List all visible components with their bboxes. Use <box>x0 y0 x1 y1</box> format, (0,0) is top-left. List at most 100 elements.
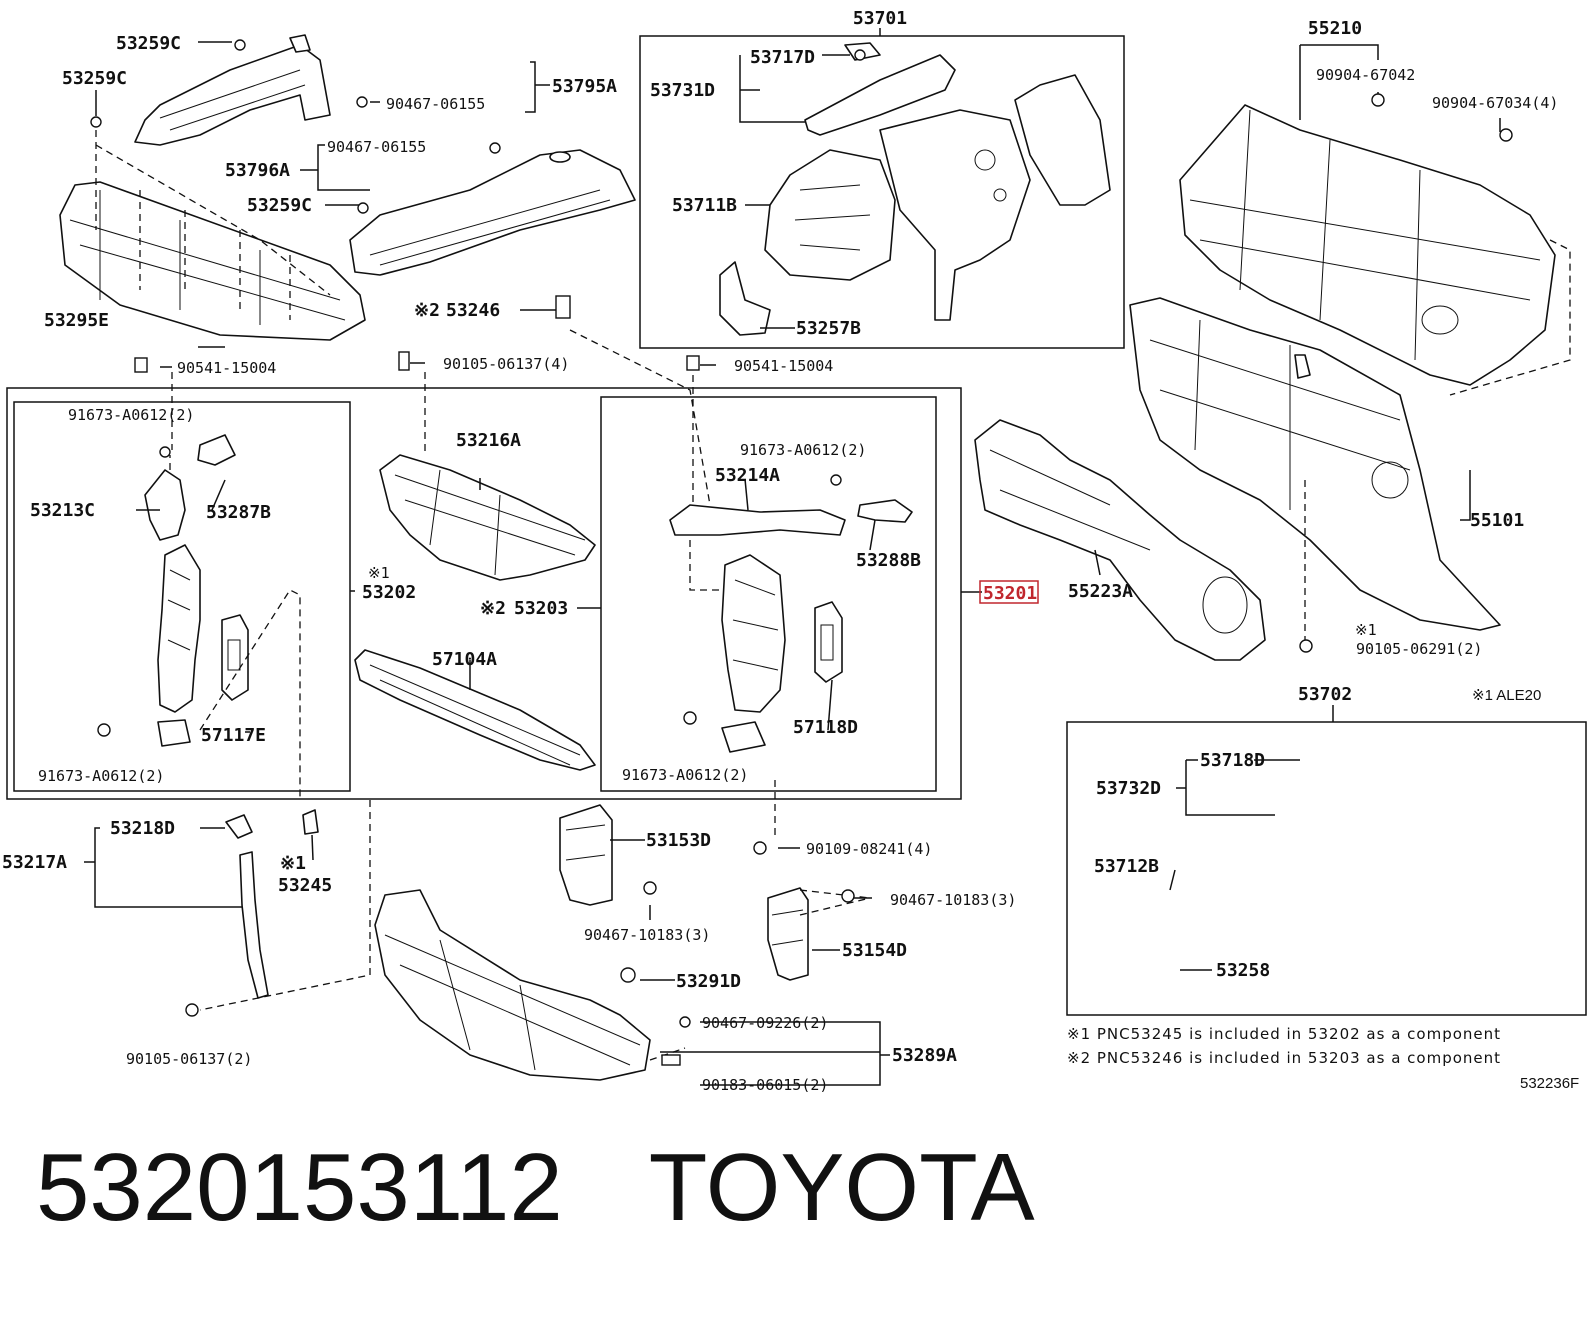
label-90904-67042: 90904-67042 <box>1316 66 1415 84</box>
part-57104A-crossmember <box>354 649 596 771</box>
label-90467-06155-upper: 90467-06155 <box>386 95 485 113</box>
frame-53203 <box>600 396 937 792</box>
label-53203: 53203 <box>514 598 568 619</box>
highlight-box-53201 <box>979 580 1039 604</box>
label-57118D: 57118D <box>793 717 858 738</box>
label-53217A: 53217A <box>2 852 67 873</box>
part-53217A-seal <box>225 814 269 999</box>
part-labels: 53701 53717D 53731D 53711B 53257B 55210 … <box>2 8 1579 1094</box>
label-53214A: 53214A <box>715 465 780 486</box>
note-ale20: ※1 ALE20 <box>1472 687 1541 704</box>
frame-53701 <box>639 35 1125 349</box>
label-53701: 53701 <box>853 8 907 29</box>
label-90105-06291: 90105-06291(2) <box>1356 640 1482 658</box>
label-53711B: 53711B <box>672 195 737 216</box>
label-53201-highlighted[interactable]: 53201 <box>983 583 1037 604</box>
label-53154D: 53154D <box>842 940 907 961</box>
label-90183-06015: 90183-06015(2) <box>702 1076 828 1094</box>
part-53214A-brace <box>669 499 913 536</box>
label-53218D: 53218D <box>110 818 175 839</box>
label-90904-67034: 90904-67034(4) <box>1432 94 1558 112</box>
part-53257B-bracket <box>719 261 771 336</box>
part-53245-bracket <box>302 809 319 835</box>
part-55210-dash-panel <box>1179 104 1556 386</box>
label-53288B: 53288B <box>856 550 921 571</box>
label-53287B: 53287B <box>206 502 271 523</box>
label-53295E: 53295E <box>44 310 109 331</box>
label-53717D: 53717D <box>750 47 815 68</box>
label-90467-10183-left: 90467-10183(3) <box>584 926 710 944</box>
part-57117E-seal <box>157 614 249 747</box>
part-53154D-duct <box>767 887 809 981</box>
part-55223A-insulator <box>974 419 1266 661</box>
part-53295E-undercover <box>59 181 366 341</box>
label-53245: 53245 <box>278 875 332 896</box>
label-55101: 55101 <box>1470 510 1524 531</box>
part-53796A-cover <box>349 149 636 276</box>
label-53216A: 53216A <box>456 430 521 451</box>
label-53289A: 53289A <box>892 1045 957 1066</box>
label-91673-A0612-d: 91673-A0612(2) <box>622 766 748 784</box>
label-55223A: 55223A <box>1068 581 1133 602</box>
label-53259C-top: 53259C <box>116 33 181 54</box>
label-53718D: 53718D <box>1200 750 1265 771</box>
label-53259C-mid: 53259C <box>247 195 312 216</box>
label-53795A: 53795A <box>552 76 617 97</box>
diagram-reference: 532236F <box>1520 1075 1579 1092</box>
part-53795A-cover <box>134 34 331 146</box>
part-53202-support <box>157 544 201 713</box>
label-53258: 53258 <box>1216 960 1270 981</box>
label-53732D: 53732D <box>1096 778 1161 799</box>
assembly-lines <box>95 130 1571 1061</box>
frame-53202 <box>13 401 351 792</box>
caption-brand: TOYOTA <box>648 1134 1035 1241</box>
note-pnc53245: ※1 PNC53245 is included in 53202 as a co… <box>1067 1025 1501 1043</box>
label-53257B: 53257B <box>796 318 861 339</box>
label-57117E: 57117E <box>201 725 266 746</box>
label-90109-08241: 90109-08241(4) <box>806 840 932 858</box>
part-53213C-bracket <box>144 434 236 541</box>
frame-53201 <box>6 387 962 800</box>
label-53203-mark: ※2 <box>480 598 506 619</box>
label-90541-15004-left: 90541-15004 <box>177 359 276 377</box>
label-53712B: 53712B <box>1094 856 1159 877</box>
label-53245-mark: ※1 <box>280 853 306 874</box>
part-53216A-upper-support <box>379 454 596 581</box>
label-91673-A0612-b: 91673-A0612(2) <box>38 767 164 785</box>
label-55210: 55210 <box>1308 18 1362 39</box>
fasteners <box>90 39 1513 1066</box>
label-53796A: 53796A <box>225 160 290 181</box>
label-91673-A0612-a: 91673-A0612(2) <box>68 406 194 424</box>
note-pnc53246: ※2 PNC53246 is included in 53203 as a co… <box>1067 1049 1501 1067</box>
label-53246-mark: ※2 <box>414 300 440 321</box>
part-55101-dash-panel <box>1129 297 1501 631</box>
label-90467-10183-right: 90467-10183(3) <box>890 891 1016 909</box>
label-53731D: 53731D <box>650 80 715 101</box>
label-53213C: 53213C <box>30 500 95 521</box>
label-90105-06137-4: 90105-06137(4) <box>443 355 569 373</box>
part-53289A-air-duct <box>374 889 651 1081</box>
label-57104A: 57104A <box>432 649 497 670</box>
part-53203-support <box>721 554 786 713</box>
label-90467-06155-lower: 90467-06155 <box>327 138 426 156</box>
label-90105-06137-2: 90105-06137(2) <box>126 1050 252 1068</box>
part-53711B-apron <box>764 74 1111 321</box>
label-53259C-left: 53259C <box>62 68 127 89</box>
label-90467-09226: 90467-09226(2) <box>702 1014 828 1032</box>
part-53153D-duct <box>559 804 613 906</box>
label-53246: 53246 <box>446 300 500 321</box>
caption-part-number: 5320153112 <box>36 1134 563 1241</box>
frame-53702 <box>1066 721 1587 1016</box>
label-53153D: 53153D <box>646 830 711 851</box>
label-90105-06291-mark: ※1 <box>1355 621 1377 639</box>
label-53702: 53702 <box>1298 684 1352 705</box>
label-53291D: 53291D <box>676 971 741 992</box>
label-53202: 53202 <box>362 582 416 603</box>
label-90541-15004-right: 90541-15004 <box>734 357 833 375</box>
part-57118D-seal <box>721 601 843 753</box>
label-53202-mark: ※1 <box>368 564 390 582</box>
label-91673-A0612-c: 91673-A0612(2) <box>740 441 866 459</box>
leader-lines <box>84 28 1501 1086</box>
